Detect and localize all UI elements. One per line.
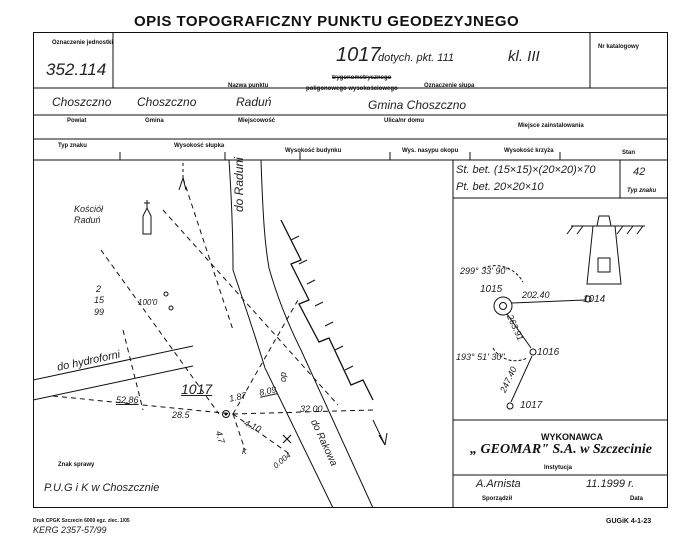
road-label-do: do bbox=[279, 372, 289, 383]
county-value: Choszczno bbox=[52, 95, 112, 109]
point-number: 1017 bbox=[336, 44, 381, 66]
label-year: Stan bbox=[622, 150, 636, 156]
building-outline bbox=[280, 219, 374, 401]
detail-drawing bbox=[482, 215, 645, 410]
measure-28: 28.5 bbox=[172, 410, 190, 420]
label-catalog-no: Nr katalogowy bbox=[598, 44, 640, 50]
point-1015-marker bbox=[493, 296, 513, 316]
road-radunia-east-edge bbox=[260, 160, 302, 351]
road-rakowa-east-edge bbox=[300, 349, 374, 508]
label-point-id: Oznaczenie jednostki bbox=[52, 40, 114, 46]
stabilization-1: St. bet. (15×15)×(20×20)×70 bbox=[456, 164, 596, 176]
label-point-name: Nazwa punktu bbox=[228, 83, 269, 89]
label-made-by: Sporządził bbox=[482, 496, 513, 502]
road-rakowa-west-edge bbox=[264, 367, 334, 508]
label-height-above: Wysokość budynku bbox=[285, 148, 342, 154]
road-hydro-top-edge bbox=[33, 345, 194, 381]
form-frame bbox=[33, 32, 668, 508]
label-count: Typ znaku bbox=[627, 188, 657, 194]
document-title: OPIS TOPOGRAFICZNY PUNKTU GEODEZYJNEGO bbox=[134, 13, 520, 30]
distance-202: 202.40 bbox=[522, 290, 550, 300]
church-label: Kościół Raduń bbox=[74, 204, 104, 225]
commune-value: Choszczno bbox=[137, 95, 197, 109]
print-note: Druk CPGK Szczecin 6000 egz. zlec. 1/05 bbox=[33, 518, 130, 524]
label-commune: Gmina bbox=[145, 118, 164, 124]
contractor-date: 11.1999 r. bbox=[586, 478, 635, 490]
label-county: Powiat bbox=[67, 118, 87, 124]
point-id: 352.114 bbox=[46, 60, 107, 79]
sketch-point-number: 1017 bbox=[181, 381, 213, 397]
detail-angle-1: 299° 33' 90" bbox=[460, 266, 509, 276]
contractor-inst-label: Instytucja bbox=[544, 465, 573, 471]
label-mark-height: Wysokość słupka bbox=[174, 143, 225, 149]
fraction-mid: 15 bbox=[94, 295, 105, 305]
marker-k: k bbox=[242, 446, 247, 456]
north-arrow bbox=[178, 177, 187, 191]
stabilization-2: Pt. bet. 20×20×10 bbox=[456, 181, 544, 193]
point-1017-label: 1017 bbox=[520, 400, 543, 411]
road-radunia-west-edge bbox=[228, 160, 266, 369]
location-sketch bbox=[33, 160, 388, 508]
label-network: poligonowego wysokościowego bbox=[306, 86, 398, 92]
label-network-strike: trygonometrycznego bbox=[332, 75, 392, 81]
contractor-name: „ GEOMAR" S.A. w Szczecinie bbox=[470, 442, 653, 457]
detail-angle-2: 193° 51' 30" bbox=[456, 352, 505, 362]
church-symbol bbox=[142, 206, 152, 235]
count-value: 42 bbox=[633, 166, 646, 178]
road-hydro-bottom-edge bbox=[33, 365, 194, 401]
fraction-den: 99 bbox=[94, 307, 105, 317]
point-1016-label: 1016 bbox=[537, 347, 560, 358]
contractor-label: WYKONAWCA bbox=[541, 432, 603, 442]
measure-3200: 32.00 bbox=[300, 404, 323, 414]
label-place: Miejsce zainstalowania bbox=[518, 123, 584, 129]
label-crown: Wysokość krzyża bbox=[504, 148, 554, 154]
label-sign-height: Wys. nasypu okopu bbox=[402, 148, 459, 154]
label-locality: Miejscowość bbox=[238, 118, 276, 124]
point-class: kl. III bbox=[508, 48, 540, 65]
form-number: GUGiK 4-1-23 bbox=[606, 518, 652, 525]
road-label-radunia: do Raduni bbox=[232, 157, 246, 212]
point-1014-label: 1014 bbox=[583, 294, 606, 305]
kerg-number: KERG 2357-57/99 bbox=[33, 525, 107, 535]
distance-100: 100'0 bbox=[138, 298, 158, 307]
arrow-rakowa bbox=[372, 419, 388, 446]
measure-52: 52.86 bbox=[116, 395, 139, 405]
label-case-sign: Znak sprawy bbox=[58, 462, 95, 468]
label-mark-type: Typ znaku bbox=[58, 143, 87, 149]
locality-value: Raduń bbox=[236, 95, 272, 109]
point-extra: dotych. pkt. 111 bbox=[378, 52, 455, 64]
label-stabilization-id: Oznaczenie słupa bbox=[424, 83, 475, 89]
label-date: Data bbox=[630, 496, 644, 502]
street-value: Gmina Choszczno bbox=[368, 98, 467, 112]
fraction-num: 2 bbox=[96, 284, 102, 294]
point-1015-label: 1015 bbox=[480, 284, 503, 295]
hedge-hatching bbox=[290, 235, 354, 371]
label-street: Ulica/nr domu bbox=[384, 118, 425, 124]
main-point-marker bbox=[222, 410, 230, 418]
case-sign-value: P.U.G i K w Choszcznie bbox=[44, 482, 160, 494]
contractor-person: A.Arnista bbox=[476, 478, 521, 490]
